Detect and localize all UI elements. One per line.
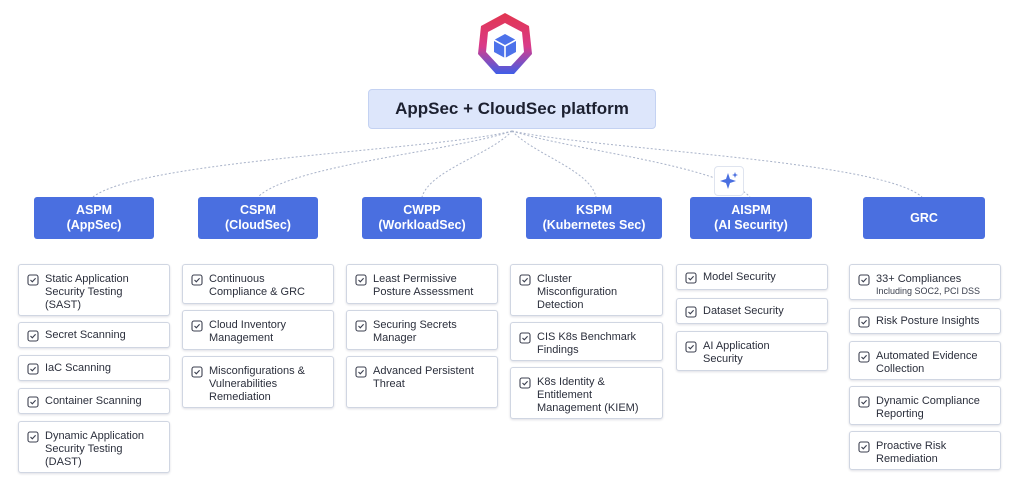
feature-label: Secret Scanning (45, 328, 126, 341)
feature-card: Secret Scanning (18, 322, 170, 348)
feature-card: CIS K8s Benchmark Findings (510, 322, 663, 361)
feature-label: Dynamic Application Security Testing (DA… (45, 430, 145, 468)
lock-icon (685, 305, 697, 318)
feature-label: AI Application Security (703, 340, 770, 365)
column-title: AISPM (731, 203, 771, 217)
feature-card: Continuous Compliance & GRC (182, 264, 334, 304)
feature-label: Proactive Risk Remediation (876, 440, 947, 465)
column-header-cwpp: CWPP(WorkloadSec) (362, 197, 482, 239)
feature-card: Advanced Persistent Threat (346, 356, 498, 408)
column-title: KSPM (575, 203, 613, 217)
feature-label: Advanced Persistent Threat (373, 365, 474, 390)
model-icon (685, 271, 697, 284)
secrets-manager-icon (355, 320, 367, 332)
feature-label: Risk Posture Insights (876, 314, 980, 327)
column-header-aspm: ASPM(AppSec) (34, 197, 154, 239)
feature-card: Least Permissive Posture Assessment (346, 264, 498, 304)
feature-label: Container Scanning (45, 394, 142, 407)
feature-card: Container Scanning (18, 388, 170, 414)
feature-card: AI Application Security (676, 331, 828, 371)
feature-label: Least Permissive Posture Assessment (373, 273, 474, 298)
feature-label: Static Application Security Testing (SAS… (45, 273, 129, 311)
feature-label: Securing Secrets Manager (373, 319, 457, 344)
feature-label: IaC Scanning (45, 361, 112, 374)
feature-label: Dynamic Compliance Reporting (876, 395, 980, 420)
iac-icon (27, 362, 39, 375)
feature-card: Misconfigurations & Vulnerabilities Reme… (182, 356, 334, 408)
feature-label: Cloud Inventory Management (209, 319, 287, 344)
column-subtitle: (AI Security) (714, 218, 788, 232)
feature-card: Cloud Inventory Management (182, 310, 334, 350)
sparkle-icon (714, 166, 744, 196)
feature-label: CIS K8s Benchmark Findings (537, 331, 637, 356)
compliance-icon (191, 274, 203, 286)
column-subtitle: (WorkloadSec) (378, 218, 466, 232)
feature-label: Model Security (703, 270, 776, 283)
platform-title: AppSec + CloudSec platform (368, 89, 656, 129)
column-subtitle: (CloudSec) (225, 218, 291, 232)
feature-card: Dynamic Application Security Testing (DA… (18, 421, 170, 473)
threat-icon (355, 366, 367, 378)
feature-card: Model Security (676, 264, 828, 290)
inventory-icon (191, 320, 203, 332)
column-header-aispm: AISPM(AI Security) (690, 197, 812, 239)
column-subtitle: (Kubernetes Sec) (542, 218, 646, 232)
risk-remediation-icon (858, 441, 870, 453)
feature-label: Automated Evidence Collection (876, 350, 978, 375)
evidence-icon (858, 351, 870, 363)
feature-card: IaC Scanning (18, 355, 170, 381)
feature-sublabel: Including SOC2, PCI DSS (876, 286, 981, 296)
remediation-icon (191, 366, 203, 378)
column-header-cspm: CSPM(CloudSec) (198, 197, 318, 239)
container-icon (27, 395, 39, 408)
feature-label: Continuous Compliance & GRC (209, 273, 305, 298)
feature-label: Misconfigurations & Vulnerabilities Reme… (209, 365, 305, 403)
secret-icon (27, 329, 39, 342)
feature-card: Securing Secrets Manager (346, 310, 498, 350)
dynamic-test-icon (27, 431, 39, 443)
platform-logo (474, 10, 536, 78)
feature-card: Static Application Security Testing (SAS… (18, 264, 170, 316)
column-subtitle: (AppSec) (66, 218, 122, 232)
identity-icon (519, 377, 531, 389)
column-header-kspm: KSPM(Kubernetes Sec) (526, 197, 662, 239)
feature-card: Risk Posture Insights (849, 308, 1001, 334)
feature-card: Dataset Security (676, 298, 828, 324)
feature-label: K8s Identity & Entitlement Management (K… (537, 376, 639, 414)
posture-icon (355, 274, 367, 286)
code-scan-icon (27, 274, 39, 286)
column-title: ASPM (75, 203, 113, 217)
insights-icon (858, 315, 870, 328)
feature-card: K8s Identity & Entitlement Management (K… (510, 367, 663, 419)
column-title: CWPP (403, 203, 441, 217)
column-header-grc: GRC (863, 197, 985, 239)
report-icon (858, 396, 870, 408)
cluster-icon (519, 274, 531, 286)
feature-label: Cluster Misconfiguration Detection (537, 273, 618, 311)
feature-card: Dynamic Compliance Reporting (849, 386, 1001, 425)
feature-card: Cluster Misconfiguration Detection (510, 264, 663, 316)
feature-card: Automated Evidence Collection (849, 341, 1001, 380)
feature-label: Dataset Security (703, 304, 784, 317)
column-title: GRC (910, 210, 938, 225)
column-title: CSPM (239, 203, 277, 217)
clipboard-check-icon (858, 274, 870, 286)
ai-app-icon (685, 341, 697, 353)
benchmark-icon (519, 332, 531, 344)
feature-card: Proactive Risk Remediation (849, 431, 1001, 470)
